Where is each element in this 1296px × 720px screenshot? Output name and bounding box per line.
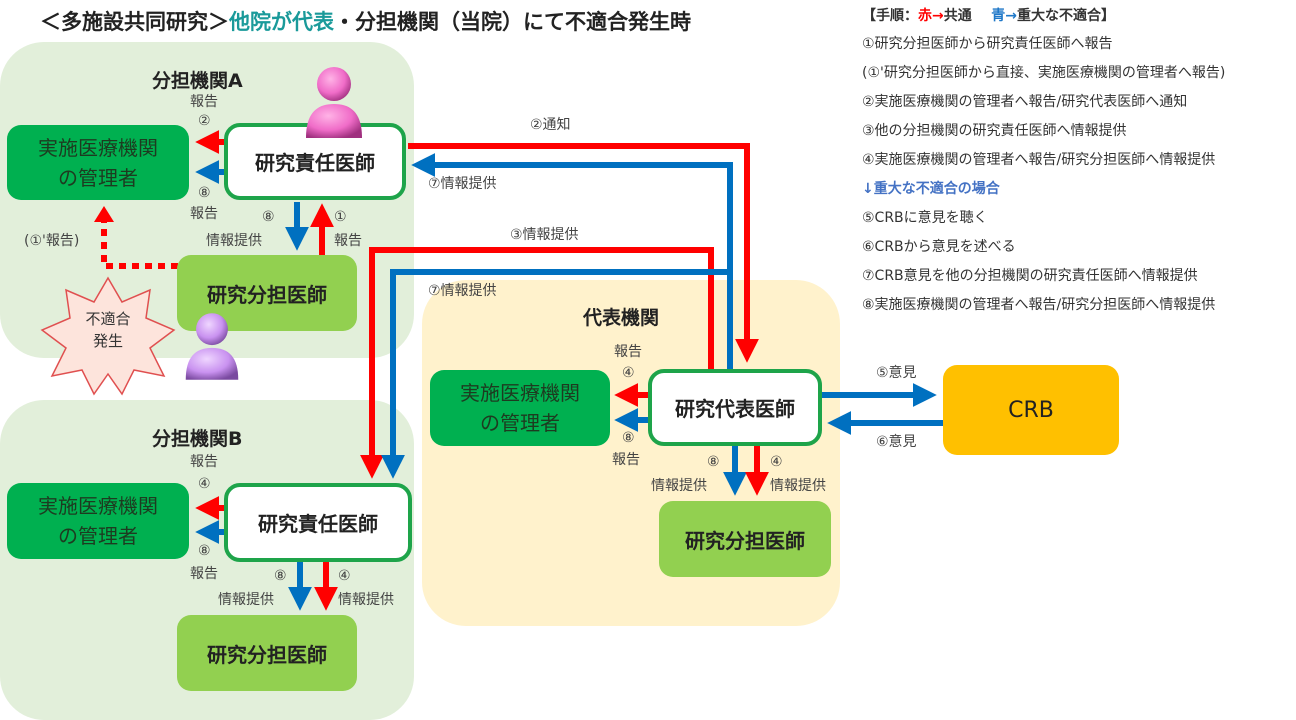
incident-line1: 不適合 — [85, 310, 131, 328]
b-report-bottom: 報告 — [190, 566, 218, 582]
a-direct-report: (①'報告) — [24, 233, 80, 249]
legend-major-step: ⑦CRB意見を他の分担機関の研究責任医師へ情報提供 — [862, 268, 1198, 284]
legend-major-case: ↓重大な不適合の場合 — [862, 181, 1000, 197]
rep-num8-down: ⑧ — [707, 454, 720, 470]
zone-a-title: 分担機関A — [152, 70, 243, 92]
incident-label: 不適合 発生 — [78, 308, 138, 352]
rep-info-right: 情報提供 — [770, 478, 826, 494]
b-info-right: 情報提供 — [338, 592, 394, 608]
rep-manager-line2: の管理者 — [480, 411, 560, 435]
b-num8: ⑧ — [198, 543, 211, 559]
a-num1: ① — [334, 209, 347, 225]
rep-report-top: 報告 — [614, 344, 642, 360]
flow-opinion5-label: ⑤意見 — [876, 365, 917, 381]
legend-step: ①研究分担医師から研究責任医師へ報告 — [862, 36, 1113, 52]
flow-info7-a-label: ⑦情報提供 — [428, 176, 497, 192]
legend-major-step: ⑤CRBに意見を聴く — [862, 210, 988, 226]
legend-red-label: 赤→ — [918, 8, 944, 24]
arrow-info7-a-blue — [411, 153, 733, 370]
b-report-top: 報告 — [190, 454, 218, 470]
page-title: ＜多施設共同研究＞他院が代表・分担機関（当院）にて不適合発生時 — [40, 6, 691, 36]
a-num8: ⑧ — [198, 185, 211, 201]
flow-notify-label: ②通知 — [530, 117, 571, 133]
rep-manager-box[interactable]: 実施医療機関 の管理者 — [430, 370, 610, 446]
legend-step: ②実施医療機関の管理者へ報告/研究代表医師へ通知 — [862, 94, 1188, 110]
flow-info7-b-label: ⑦情報提供 — [428, 283, 497, 299]
procedure-legend: 【手順：赤→共通 青→重大な不適合】 ①研究分担医師から研究責任医師へ報告 (①… — [862, 6, 1225, 320]
rep-report-bottom: 報告 — [612, 452, 640, 468]
a-info-down: 情報提供 — [206, 233, 262, 249]
legend-major: 重大な不適合】 — [1016, 8, 1115, 24]
flow-info3-label: ③情報提供 — [510, 227, 579, 243]
arrow-info7-b-blue — [381, 269, 730, 479]
arrow-info3-red — [360, 247, 714, 479]
a-report-top: 報告 — [190, 94, 218, 110]
legend-step: ④実施医療機関の管理者へ報告/研究分担医師へ情報提供 — [862, 152, 1216, 168]
zone-b-manager-line2: の管理者 — [58, 524, 138, 548]
title-highlight: 他院が代表 — [229, 10, 334, 34]
legend-header-open: 【手順： — [862, 8, 918, 24]
legend-common: 共通 — [943, 8, 972, 24]
legend-major-step: ⑧実施医療機関の管理者へ報告/研究分担医師へ情報提供 — [862, 297, 1216, 313]
zone-a-manager-box[interactable]: 実施医療機関 の管理者 — [7, 125, 189, 200]
rep-info-left: 情報提供 — [651, 478, 707, 494]
rep-num4: ④ — [622, 365, 635, 381]
arrow-notify-red — [408, 143, 759, 363]
legend-step: (①'研究分担医師から直接、実施医療機関の管理者へ報告) — [862, 65, 1226, 81]
zone-a-lead-label: 研究責任医師 — [255, 151, 375, 175]
incident-star-icon — [40, 276, 176, 396]
legend-blue-label: 青→ — [991, 8, 1017, 24]
title-prefix: ＜多施設共同研究＞ — [40, 10, 229, 34]
zone-b-manager-box[interactable]: 実施医療機関 の管理者 — [7, 483, 189, 559]
zone-b-manager-line1: 実施医療機関 — [38, 494, 158, 518]
a-num2: ② — [198, 113, 211, 129]
zone-b-title: 分担機関B — [152, 428, 243, 450]
person-icon-lead — [306, 67, 362, 138]
zone-b-lead-label: 研究責任医師 — [258, 512, 378, 536]
zone-b-sub-box[interactable]: 研究分担医師 — [177, 615, 357, 691]
b-num4: ④ — [198, 476, 211, 492]
incident-line2: 発生 — [92, 332, 123, 350]
b-info-left: 情報提供 — [218, 592, 274, 608]
crb-box[interactable]: CRB — [943, 365, 1119, 455]
rep-sub-box[interactable]: 研究分担医師 — [659, 501, 831, 577]
zone-b-sub-label: 研究分担医師 — [207, 642, 327, 667]
legend-header: 【手順：赤→共通 青→重大な不適合】 — [862, 6, 1225, 30]
title-suffix: ・分担機関（当院）にて不適合発生時 — [334, 10, 691, 34]
rep-sub-label: 研究分担医師 — [685, 528, 805, 553]
crb-label: CRB — [1008, 397, 1054, 423]
flow-opinion6-label: ⑥意見 — [876, 434, 917, 450]
zone-a-manager-line2: の管理者 — [58, 165, 138, 190]
b-num4-down: ④ — [338, 568, 351, 584]
zone-a-manager-line1: 実施医療機関 — [38, 135, 158, 160]
legend-step: ③他の分担機関の研究責任医師へ情報提供 — [862, 123, 1127, 139]
arrow-a-direct-report — [101, 220, 178, 269]
a-report-up: 報告 — [334, 233, 362, 249]
b-num8-down: ⑧ — [274, 568, 287, 584]
rep-num4-down: ④ — [770, 454, 783, 470]
zone-b-lead-box[interactable]: 研究責任医師 — [224, 483, 412, 562]
zone-rep-title: 代表機関 — [583, 307, 660, 329]
rep-lead-box[interactable]: 研究代表医師 — [648, 369, 822, 446]
person-icon-sub — [185, 313, 239, 380]
a-num8-down: ⑧ — [262, 209, 275, 225]
a-report-bottom: 報告 — [190, 206, 218, 222]
rep-manager-line1: 実施医療機関 — [460, 381, 580, 405]
legend-major-step: ⑥CRBから意見を述べる — [862, 239, 1016, 255]
rep-num8: ⑧ — [622, 430, 635, 446]
zone-a-sub-label: 研究分担医師 — [207, 282, 327, 307]
rep-lead-label: 研究代表医師 — [675, 397, 795, 421]
